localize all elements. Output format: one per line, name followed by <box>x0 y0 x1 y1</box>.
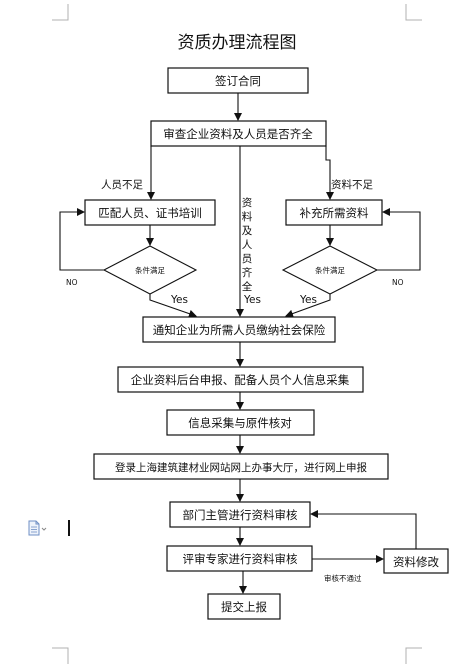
label-yes-right: Yes <box>299 294 317 306</box>
node-label: 资料修改 <box>393 555 439 569</box>
decision-label: 条件满足 <box>315 265 345 275</box>
decision-label: 条件满足 <box>135 265 165 275</box>
node-notify-insurance: 通知企业为所需人员缴纳社会保险 <box>142 316 336 343</box>
document-icon[interactable] <box>27 520 47 536</box>
node-match-personnel: 匹配人员、证书培训 <box>84 199 216 226</box>
crop-marks <box>52 4 422 664</box>
vertical-char: 员 <box>242 253 253 265</box>
arrow-decision-right-yes <box>285 294 331 318</box>
vertical-char: 资 <box>242 197 253 209</box>
label-yes-center: Yes <box>243 294 261 306</box>
label-personnel-missing: 人员不足 <box>101 179 143 191</box>
connectors <box>59 93 421 594</box>
node-expert-review: 评审专家进行资料审核 <box>166 545 313 572</box>
node-online-report: 登录上海建筑建材业网站网上办事大厅，进行网上申报 <box>93 453 389 480</box>
node-label: 提交上报 <box>221 600 267 614</box>
node-backend-report: 企业资料后台申报、配备人员个人信息采集 <box>117 366 364 393</box>
vertical-char: 人 <box>242 239 253 251</box>
node-supplement-materials: 补充所需资料 <box>285 199 383 226</box>
label-yes-left: Yes <box>170 294 188 306</box>
label-materials-complete: 资 料 及 人 员 齐 全 <box>242 197 253 293</box>
arrow-decision-right-no <box>377 208 421 271</box>
decision-right: 条件满足 <box>281 245 379 295</box>
vertical-char: 及 <box>242 225 253 237</box>
arrow-decision-left-no <box>59 208 104 271</box>
node-sign-contract: 签订合同 <box>167 67 309 94</box>
node-label: 部门主管进行资料审核 <box>183 508 298 522</box>
node-label: 企业资料后台申报、配备人员个人信息采集 <box>131 373 350 387</box>
node-modify-materials: 资料修改 <box>383 548 449 574</box>
vertical-char: 全 <box>242 280 253 293</box>
arrow-decision-left-yes <box>149 294 197 318</box>
node-label: 签订合同 <box>215 74 261 88</box>
label-materials-missing: 资料不足 <box>331 178 373 191</box>
node-verify-original: 信息采集与原件核对 <box>166 409 315 436</box>
node-submit: 提交上报 <box>207 593 281 620</box>
node-label: 匹配人员、证书培训 <box>98 206 202 220</box>
label-no-right: NO <box>392 278 404 287</box>
node-label: 通知企业为所需人员缴纳社会保险 <box>153 323 326 337</box>
decision-left: 条件满足 <box>102 245 198 295</box>
vertical-char: 料 <box>242 210 253 223</box>
node-label: 补充所需资料 <box>300 206 369 220</box>
node-label: 评审专家进行资料审核 <box>183 552 298 566</box>
arrow-review-to-supplement <box>325 146 334 200</box>
page-title: 资质办理流程图 <box>178 33 297 53</box>
label-review-failed: 审核不通过 <box>324 573 362 583</box>
node-label: 登录上海建筑建材业网站网上办事大厅，进行网上申报 <box>115 461 367 474</box>
node-dept-review: 部门主管进行资料审核 <box>169 501 311 528</box>
label-no-left: NO <box>66 278 78 287</box>
arrow-modify-to-dept <box>310 510 417 549</box>
text-cursor <box>68 520 70 536</box>
node-label: 信息采集与原件核对 <box>188 416 292 430</box>
node-review-materials: 审查企业资料及人员是否齐全 <box>150 120 327 147</box>
vertical-char: 齐 <box>242 266 253 279</box>
node-label: 审查企业资料及人员是否齐全 <box>163 127 313 141</box>
